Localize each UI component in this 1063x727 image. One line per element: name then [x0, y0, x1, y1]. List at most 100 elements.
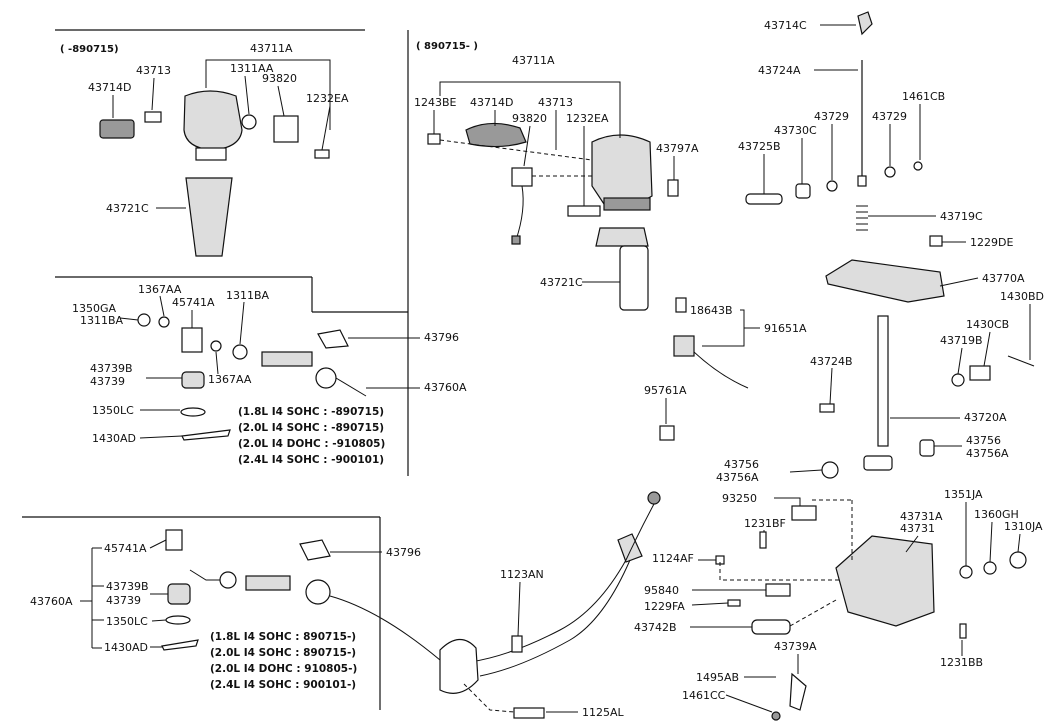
label-43714d: 43714D: [88, 81, 131, 94]
spec-lower-2: (2.0L I4 SOHC : 890715-): [210, 647, 356, 659]
leaders-base: [690, 497, 1021, 713]
header-pre-890715: ( -890715): [60, 44, 119, 55]
label-43721c: 43721C: [106, 202, 149, 215]
label-1461cb: 1461CB: [902, 90, 945, 103]
label-1125al: 1125AL: [582, 706, 625, 719]
label-93820: 93820: [262, 72, 297, 85]
label-43739a: 43739A: [774, 640, 817, 653]
label-18643b: 18643B: [690, 304, 733, 317]
screw-1243be: [427, 133, 441, 145]
label-1351ja: 1351JA: [944, 488, 983, 501]
washer-43729-b: [884, 166, 896, 178]
bushing-43756a: [863, 455, 893, 471]
housing-43731: [835, 535, 935, 627]
label-1310ja: 1310JA: [1004, 520, 1043, 533]
label-1231bb: 1231BB: [940, 656, 983, 669]
bolt-1231bf: [759, 531, 767, 549]
clip-1461cb: [913, 161, 923, 171]
nut-1350ga: [137, 313, 151, 327]
washer-1367aa: [158, 316, 170, 328]
label-43742b: 43742B: [634, 621, 677, 634]
spring-43713: [144, 111, 162, 123]
knob-button-43714d-new: [465, 122, 527, 148]
knob-43711a-new: [591, 134, 653, 205]
plate-43797a: [667, 179, 679, 197]
bushing-43756: [821, 461, 839, 479]
spec-lower-4: (2.4L I4 SOHC : 900101-): [210, 679, 356, 691]
pin-43742b: [751, 619, 791, 635]
spring-43719c: [856, 205, 868, 231]
rod-end: [857, 175, 867, 187]
label-1124af: 1124AF: [652, 552, 694, 565]
bolt-1125al: [513, 707, 545, 719]
cable-hardware-old: [137, 313, 367, 441]
leaders-old-knob: [112, 59, 331, 209]
bracket-93820: [273, 115, 299, 143]
label-1430ad: 1430AD: [92, 432, 136, 445]
switch-18643b: [675, 297, 687, 313]
label-43713-new: 43713: [538, 96, 573, 109]
bushing-1430cb: [969, 365, 991, 381]
connector-91651a: [673, 335, 695, 357]
label-43770a: 43770A: [982, 272, 1025, 285]
label-43720a: 43720A: [964, 411, 1007, 424]
label-1123an: 1123AN: [500, 568, 544, 581]
label-43719c: 43719C: [940, 210, 983, 223]
nut-1311ba: [232, 344, 248, 360]
harness-wire: [693, 351, 749, 389]
header-post-890715: ( 890715- ): [416, 41, 478, 52]
label-43756-b: 43756: [724, 458, 759, 471]
clip-43796-new: [299, 539, 331, 561]
label-43796: 43796: [424, 331, 459, 344]
pin-1430bd: [1007, 355, 1035, 367]
clip-1430ad: [181, 429, 231, 441]
screw-1232ea-new: [567, 205, 601, 217]
cable-end-43760a: [261, 351, 313, 367]
switch-95840: [765, 583, 791, 597]
washer-1350lc-new: [165, 615, 191, 625]
cable-boot: [617, 533, 643, 563]
bushing-43756-b: [919, 439, 935, 457]
spec-lower-3: (2.0L I4 DOHC : 910805-): [210, 663, 357, 675]
bolt-1231bb: [959, 623, 967, 639]
screw-1229fa: [727, 599, 741, 607]
label-1232ea: 1232EA: [306, 92, 349, 105]
base-assembly: [715, 505, 1027, 721]
leaders-wiring: [665, 309, 760, 424]
leaders-lever: [763, 24, 1031, 473]
label-43730c: 43730C: [774, 124, 817, 137]
label-95761a: 95761A: [644, 384, 687, 397]
label-1495ab: 1495AB: [696, 671, 739, 684]
cable-eye: [219, 571, 237, 589]
label-43797a: 43797A: [656, 142, 699, 155]
clip-43796: [317, 329, 349, 349]
label-1311ba: 1311BA: [226, 289, 270, 302]
label-45741a-new: 45741A: [104, 542, 147, 555]
label-43731: 43731: [900, 522, 935, 535]
label-1232ea-new: 1232EA: [566, 112, 609, 125]
leaders-new-knob: [433, 81, 675, 283]
cable-bushing: [315, 367, 337, 389]
label-1367aa-b: 1367AA: [208, 373, 252, 386]
washer-1351ja: [959, 565, 973, 579]
label-43731a: 43731A: [900, 510, 943, 523]
clip-1430ad-new: [161, 639, 199, 651]
label-43725b: 43725B: [738, 140, 781, 153]
label-1350lc: 1350LC: [92, 404, 134, 417]
label-1229de: 1229DE: [970, 236, 1013, 249]
label-1350lc-new: 1350LC: [106, 615, 148, 628]
bushing-43739-new: [167, 583, 191, 605]
label-43760a-new: 43760A: [30, 595, 73, 608]
label-43760a: 43760A: [424, 381, 467, 394]
label-1311aa: 1311AA: [230, 62, 274, 75]
leaders-cable-route: [463, 581, 578, 713]
knob-group-old: [99, 90, 330, 257]
leaders-cable-old: [119, 295, 420, 439]
label-43714d-new: 43714D: [470, 96, 513, 109]
cable-hardware-new: [161, 529, 441, 661]
spec-upper-4: (2.4L I4 SOHC : -900101): [238, 454, 384, 466]
mount-bracket: [439, 638, 479, 694]
cable-old: [335, 377, 367, 397]
cable-routing: [439, 491, 661, 719]
